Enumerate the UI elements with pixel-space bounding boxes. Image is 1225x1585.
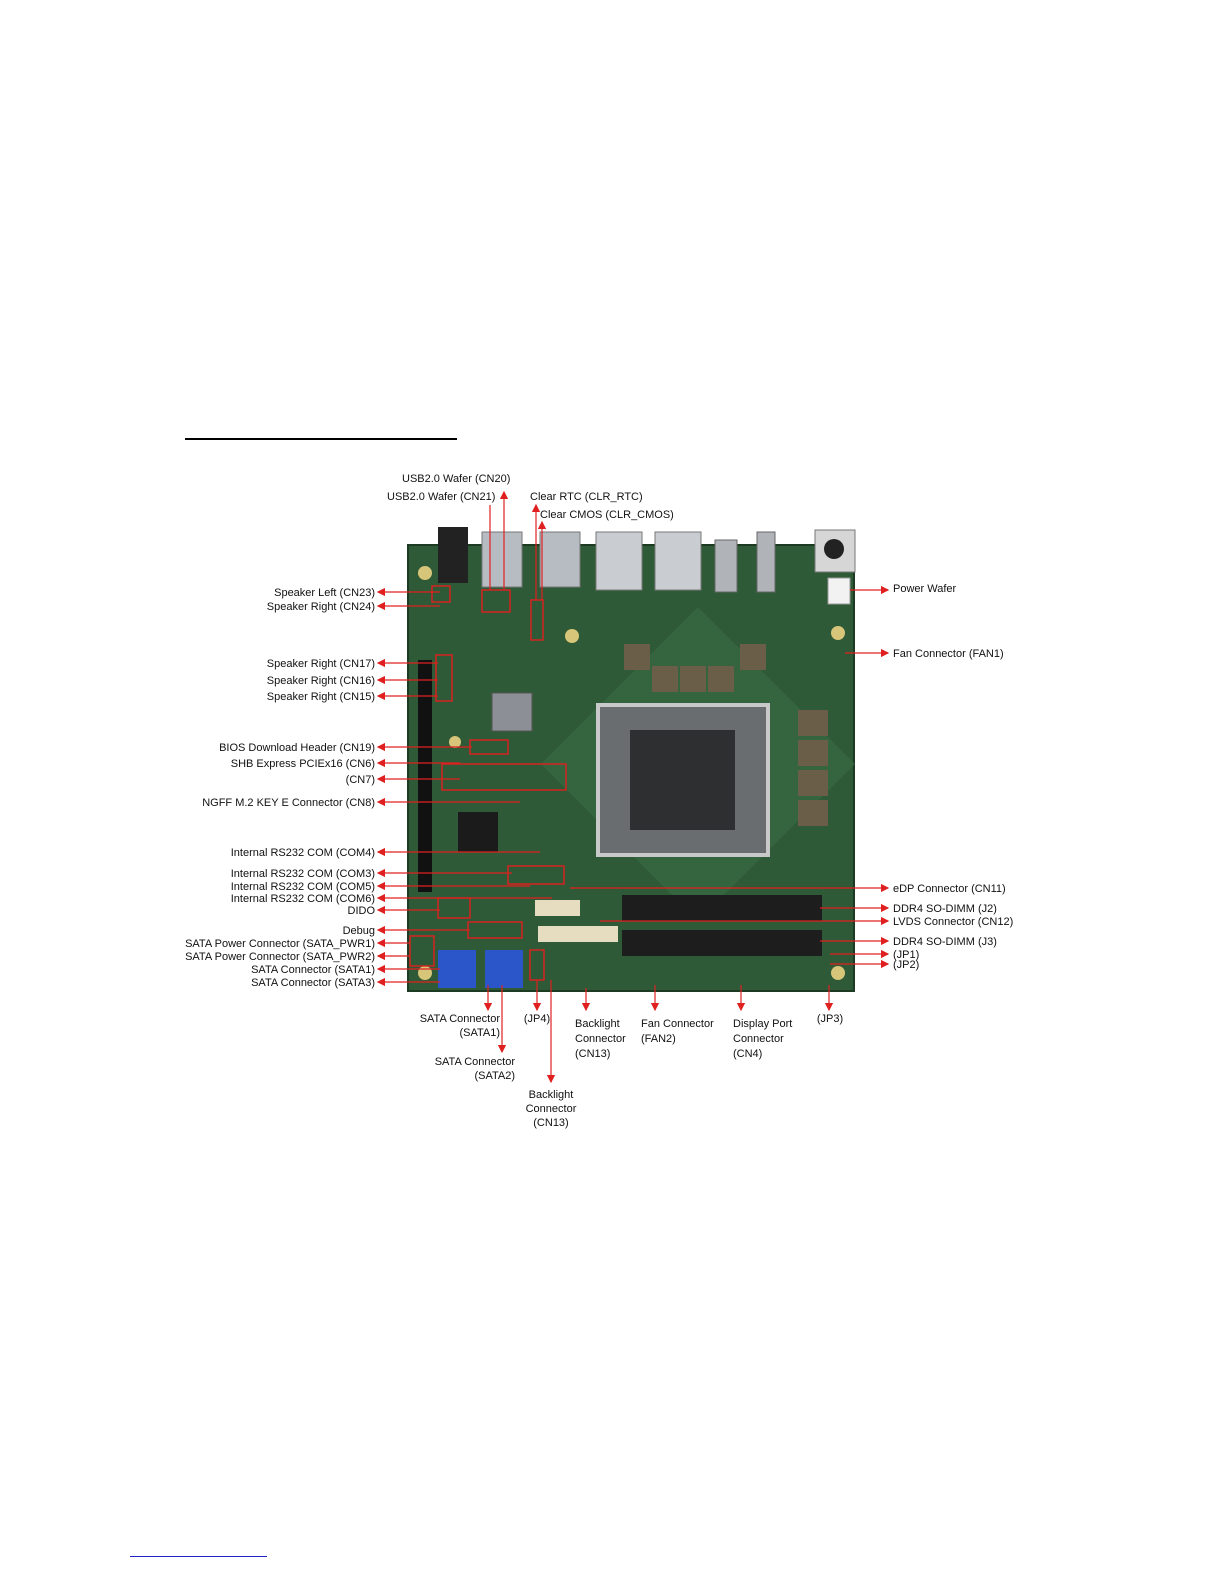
label-com5: Internal RS232 COM (COM5) [231, 881, 375, 893]
label-jp3: (JP3) [817, 1013, 843, 1025]
edp-connector [535, 900, 580, 916]
sata-port-2 [485, 950, 523, 970]
label-backlight1-line3: (CN13) [575, 1048, 610, 1060]
label-com3: Internal RS232 COM (COM3) [231, 868, 375, 880]
label-cn24: Speaker Right (CN24) [267, 601, 375, 613]
pcie-slot [418, 660, 432, 892]
label-cn8: NGFF M.2 KEY E Connector (CN8) [202, 797, 375, 809]
callout-arrows [376, 490, 890, 1084]
label-sata3: SATA Connector (SATA3) [251, 977, 375, 989]
footer-link-underline[interactable] [130, 1556, 267, 1557]
vrm-inductors [624, 644, 828, 826]
mount-hole-tl [418, 566, 432, 580]
mount-hole-br [831, 966, 845, 980]
label-cn21: USB2.0 Wafer (CN21) [387, 491, 495, 503]
section-title-underline [185, 438, 457, 440]
mount-hole-bl [418, 966, 432, 980]
label-dp-line1: Display Port [733, 1018, 792, 1030]
sata-port-4 [485, 968, 523, 988]
displayport-1 [714, 539, 738, 593]
mount-hole-tr [831, 626, 845, 640]
label-power-wafer: Power Wafer [893, 583, 957, 595]
label-dido: DIDO [348, 905, 376, 917]
label-backlight2-line1: Backlight [529, 1089, 574, 1101]
label-debug: Debug [343, 925, 375, 937]
audio-jack [438, 527, 468, 583]
label-cn12: LVDS Connector (CN12) [893, 916, 1013, 928]
label-cn16: Speaker Right (CN16) [267, 675, 375, 687]
label-j3: DDR4 SO-DIMM (J3) [893, 936, 997, 948]
label-cn20: USB2.0 Wafer (CN20) [402, 473, 510, 485]
label-clr-rtc: Clear RTC (CLR_RTC) [530, 491, 643, 503]
label-bottom-sata1-line1: SATA Connector [420, 1013, 501, 1025]
sodimm-slot-2 [622, 930, 822, 956]
power-wafer [827, 577, 851, 605]
sata-port-1 [438, 950, 476, 970]
label-sata-pwr2: SATA Power Connector (SATA_PWR2) [185, 951, 375, 963]
label-cn23: Speaker Left (CN23) [274, 587, 375, 599]
label-fan1: Fan Connector (FAN1) [893, 648, 1004, 660]
sata-port-3 [438, 968, 476, 988]
mount-hole-cpu [565, 629, 579, 643]
label-backlight1-line2: Connector [575, 1033, 626, 1045]
label-com6: Internal RS232 COM (COM6) [231, 893, 375, 905]
label-backlight1-line1: Backlight [575, 1018, 620, 1030]
mount-hole-mid [449, 736, 461, 748]
label-bottom-sata2-line2: (SATA2) [474, 1070, 515, 1082]
chipset [491, 692, 533, 732]
label-sata1: SATA Connector (SATA1) [251, 964, 375, 976]
label-dp-line3: (CN4) [733, 1048, 762, 1060]
label-sata-pwr1: SATA Power Connector (SATA_PWR1) [185, 938, 375, 950]
lan-port-2 [654, 531, 702, 591]
usb3-port-1 [481, 531, 523, 588]
label-jp2: (JP2) [893, 959, 919, 971]
label-dp-line2: Connector [733, 1033, 784, 1045]
label-cn6: SHB Express PCIEx16 (CN6) [231, 758, 375, 770]
label-cn15: Speaker Right (CN15) [267, 691, 375, 703]
label-fan2-line2: (FAN2) [641, 1033, 676, 1045]
label-jp4: (JP4) [524, 1013, 550, 1025]
label-bottom-sata2-line1: SATA Connector [435, 1056, 516, 1068]
sodimm-slot-1 [622, 895, 822, 921]
label-bottom-sata1-line2: (SATA1) [459, 1027, 500, 1039]
super-io-chip [458, 812, 498, 852]
label-backlight2-line3: (CN13) [533, 1117, 568, 1129]
lan-port-1 [595, 531, 643, 591]
label-cn17: Speaker Right (CN17) [267, 658, 375, 670]
label-com4: Internal RS232 COM (COM4) [231, 847, 375, 859]
lvds-connector [538, 926, 618, 942]
callout-labels: USB2.0 Wafer (CN20) USB2.0 Wafer (CN21) … [185, 473, 1013, 1129]
label-clr-cmos: Clear CMOS (CLR_CMOS) [540, 509, 674, 521]
label-backlight2-line2: Connector [526, 1103, 577, 1115]
dc-jack-hole [824, 539, 844, 559]
label-cn7: (CN7) [346, 774, 375, 786]
label-cn11: eDP Connector (CN11) [893, 883, 1006, 895]
label-j2: DDR4 SO-DIMM (J2) [893, 903, 997, 915]
displayport-2 [756, 531, 776, 593]
label-cn19: BIOS Download Header (CN19) [219, 742, 375, 754]
usb3-port-2 [539, 531, 581, 588]
motherboard-photo [407, 527, 856, 992]
label-fan2-line1: Fan Connector [641, 1018, 714, 1030]
cpu-socket-cover [630, 730, 735, 830]
highlight-boxes [409, 585, 567, 981]
label-jp1: (JP1) [893, 949, 919, 961]
